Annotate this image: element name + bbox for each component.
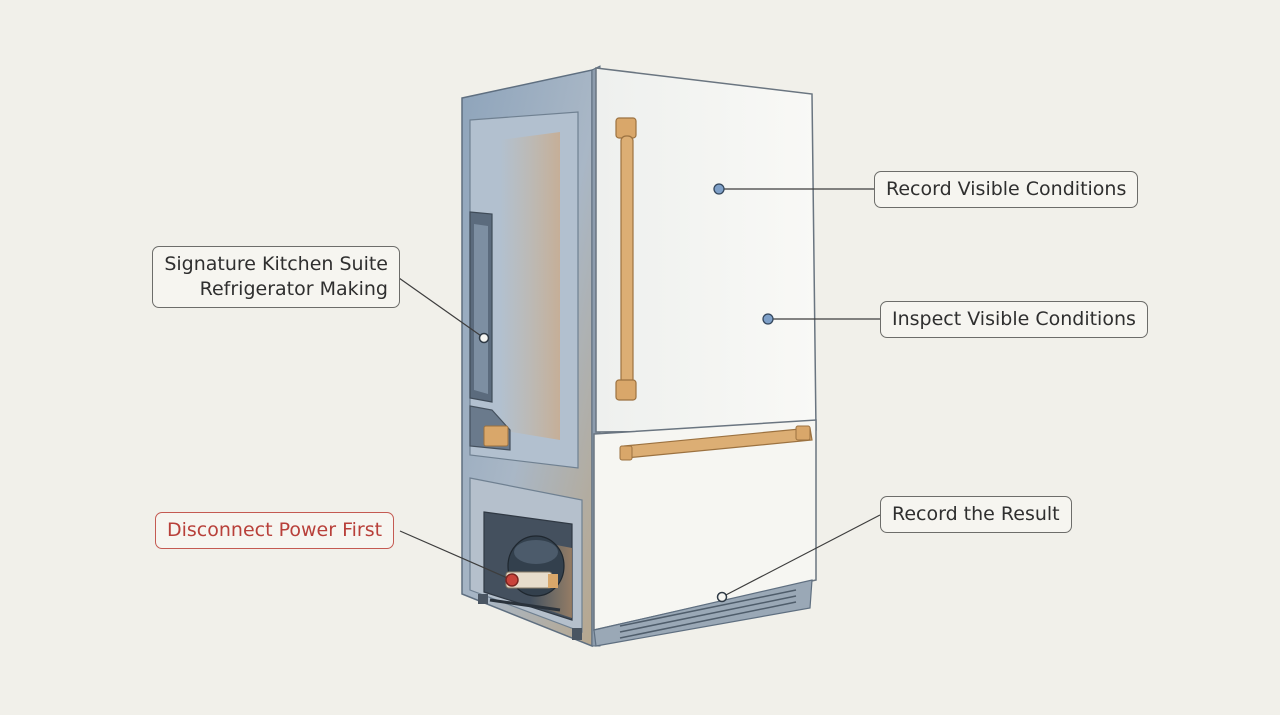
record-visible-conditions-callout: Record Visible Conditions [874,171,1139,208]
marker-record-result [716,591,728,603]
disconnect-power-first-callout: Disconnect Power First [155,512,395,549]
callout-line-2: Refrigerator Making [199,278,388,300]
marker-signature [478,332,490,344]
inspect-visible-conditions-callout: Inspect Visible Conditions [880,301,1148,338]
drawer-handle [619,425,813,461]
leader-lines [398,188,881,598]
side-cabinet [461,69,593,648]
signature-kitchen-suite-callout: Signature Kitchen Suite Refrigerator Mak… [152,246,400,308]
record-the-result-callout: Record the Result [880,496,1072,533]
marker-disconnect-power [505,573,519,587]
marker-record-conditions [713,183,725,195]
marker-inspect-conditions [762,313,774,325]
callout-line-1: Signature Kitchen Suite [164,253,388,275]
door-handle [615,117,637,401]
